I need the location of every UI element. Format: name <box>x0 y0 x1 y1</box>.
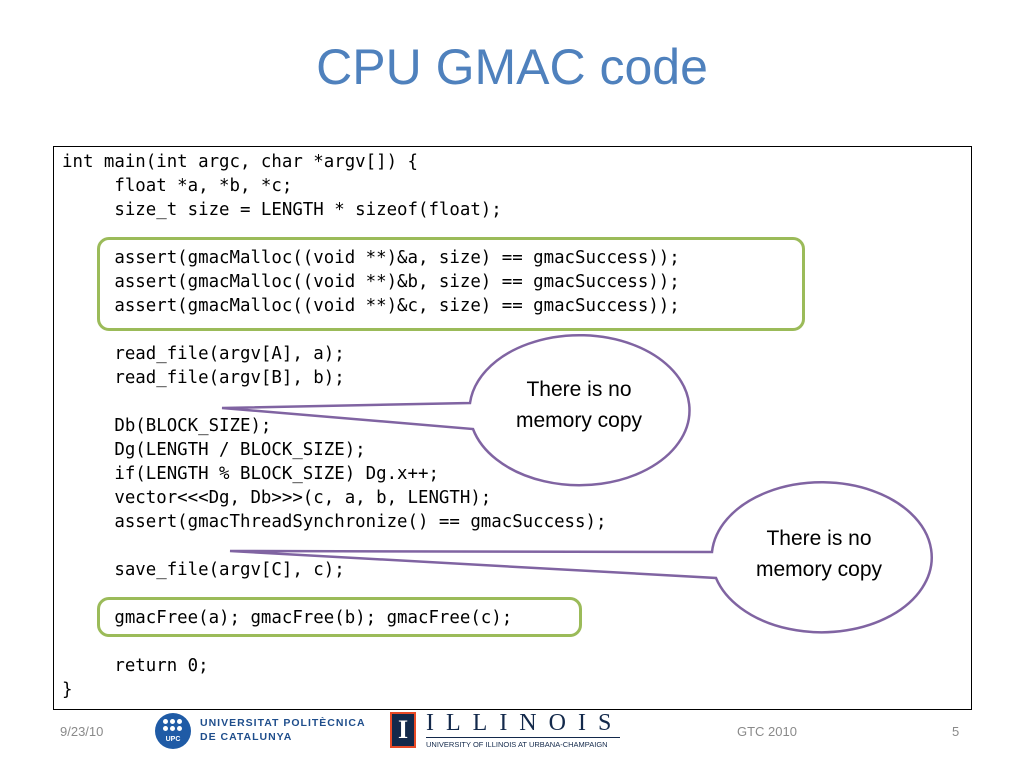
upc-emblem-icon: UPC <box>155 713 191 749</box>
illinois-mark: I <box>397 715 409 744</box>
illinois-wordmark: ILLINOIS <box>426 710 624 736</box>
code-line: int main(int argc, char *argv[]) { <box>62 152 418 172</box>
slide-title: CPU GMAC code <box>316 39 708 95</box>
malloc-highlight-box <box>97 237 805 331</box>
illinois-subtitle: UNIVERSITY OF ILLINOIS AT URBANA-CHAMPAI… <box>426 740 608 749</box>
upc-name-line: DE CATALUNYA <box>200 731 293 743</box>
upc-letters: UPC <box>165 736 181 743</box>
code-box <box>53 146 972 710</box>
free-highlight-box <box>97 597 582 637</box>
code-line: save_file(argv[C], c); <box>62 560 345 580</box>
upc-name: UNIVERSITAT POLITÈCNICA DE CATALUNYA <box>200 716 366 744</box>
illinois-divider <box>426 737 620 738</box>
code-line: size_t size = LENGTH * sizeof(float); <box>62 200 502 220</box>
code-line: assert(gmacMalloc((void **)&c, size) == … <box>62 296 680 316</box>
callout-text: There is no memory copy <box>755 527 883 581</box>
code-line: float *a, *b, *c; <box>62 176 293 196</box>
footer-event: GTC 2010 <box>737 724 797 739</box>
upc-logo: UPC UNIVERSITAT POLITÈCNICA DE CATALUNYA <box>155 713 370 751</box>
code-line: assert(gmacMalloc((void **)&b, size) == … <box>62 272 680 292</box>
code-line: vector<<<Dg, Db>>>(c, a, b, LENGTH); <box>62 488 492 508</box>
illinois-block-i-icon: I <box>390 712 416 748</box>
code-line: if(LENGTH % BLOCK_SIZE) Dg.x++; <box>62 464 439 484</box>
footer-date: 9/23/10 <box>60 724 104 739</box>
page-number: 5 <box>952 724 960 739</box>
code-line: read_file(argv[A], a); <box>62 344 345 364</box>
code-line: Dg(LENGTH / BLOCK_SIZE); <box>62 440 366 460</box>
callout-text: There is no memory copy <box>515 378 643 432</box>
upc-name-line: UNIVERSITAT POLITÈCNICA <box>200 717 366 729</box>
code-line: assert(gmacThreadSynchronize() == gmacSu… <box>62 512 607 532</box>
code-line: return 0; <box>62 656 209 676</box>
code-line: assert(gmacMalloc((void **)&a, size) == … <box>62 248 680 268</box>
code-line <box>62 534 680 558</box>
illinois-logo: I ILLINOIS UNIVERSITY OF ILLINOIS AT URB… <box>390 710 630 752</box>
code-line: } <box>62 680 73 700</box>
